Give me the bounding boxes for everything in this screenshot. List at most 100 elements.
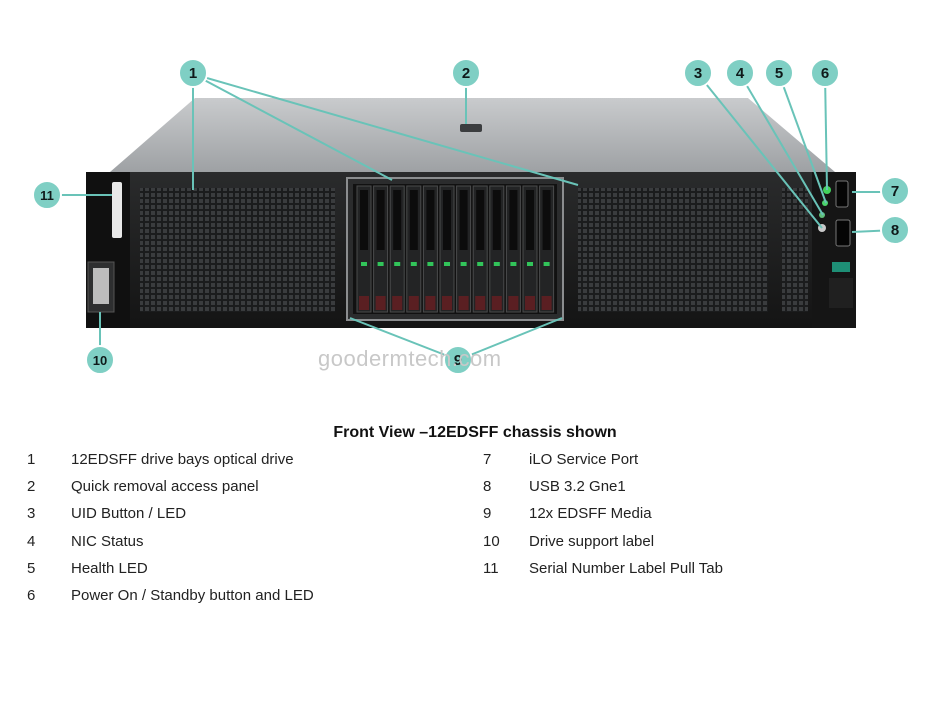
drive-activity-led (493, 262, 500, 266)
drive-activity-led (510, 262, 517, 266)
drive-activity-led (394, 262, 401, 266)
leader-line (778, 73, 827, 204)
drive-bay (522, 185, 538, 313)
callouts: 1 2 3 4 5 6 7 8 9 10 11 (32, 58, 910, 375)
server-front-view-diagram: 1 2 3 4 5 6 7 8 9 10 11 (32, 58, 910, 375)
callout-6: 6 (810, 58, 840, 88)
leader-line (697, 73, 823, 229)
drive-release-tab (508, 296, 519, 310)
callout-number: 2 (462, 65, 470, 82)
legend-number: 3 (27, 505, 36, 522)
drive-activity-led (410, 262, 417, 266)
drive-release-tab (442, 296, 452, 310)
legend-number: 7 (483, 451, 492, 468)
legend-number: 2 (27, 478, 36, 495)
legend-number: 11 (483, 560, 499, 577)
drive-activity-led (543, 262, 550, 266)
legend-label: UID Button / LED (71, 505, 187, 522)
drive-activity-led (460, 262, 467, 266)
callout-number: 10 (93, 353, 107, 368)
drive-activity-led (377, 262, 384, 266)
legend-label: Serial Number Label Pull Tab (529, 560, 723, 577)
drive-activity-led (427, 262, 434, 266)
legend-label: USB 3.2 Gne1 (529, 478, 626, 495)
callout-2: 2 (451, 58, 481, 88)
access-panel (110, 98, 835, 172)
drive-bay (422, 185, 438, 313)
legend-number: 8 (483, 478, 492, 495)
legend-label: 12EDSFF drive bays optical drive (71, 451, 294, 468)
leader-line (192, 73, 393, 181)
leader-line (349, 317, 459, 361)
callout-number: 5 (775, 65, 783, 82)
drive-bay (373, 185, 389, 313)
leader-line (457, 317, 563, 361)
legend-number: 5 (27, 560, 36, 577)
drive-activity-led (527, 262, 533, 266)
drive-release-tab (541, 296, 552, 310)
legend-number: 10 (483, 533, 500, 550)
drive-bay (489, 185, 505, 313)
drive-release-tab (408, 296, 419, 310)
drive-release-tab (491, 296, 502, 310)
drive-activity-led (477, 262, 484, 266)
callout-9: 9 (443, 345, 473, 375)
callout-number: 8 (891, 222, 899, 239)
legend-number: 4 (27, 533, 36, 550)
callout-number: 11 (40, 188, 54, 203)
drive-release-tab (525, 296, 535, 310)
access-panel-latch (460, 124, 482, 132)
hpe-logo-badge (832, 262, 850, 272)
callout-4: 4 (725, 58, 755, 88)
legend-label: NIC Status (71, 533, 144, 550)
drive-release-tab (359, 296, 369, 310)
legend-label: Health LED (71, 560, 148, 577)
drive-bay (539, 185, 555, 313)
legend-label: 12x EDSFF Media (529, 505, 652, 522)
leader-line (739, 73, 824, 216)
drive-release-tab (475, 296, 486, 310)
legend-label: Power On / Standby button and LED (71, 587, 314, 604)
callout-7: 7 (880, 176, 910, 206)
callout-number: 6 (821, 65, 829, 82)
callout-number: 4 (736, 65, 745, 82)
drive-bay (389, 185, 405, 313)
leader-lines (48, 73, 896, 361)
drive-activity-led (361, 262, 367, 266)
callout-5: 5 (764, 58, 794, 88)
left-vent (140, 188, 335, 312)
callout-10: 10 (85, 345, 115, 375)
callout-number: 1 (189, 65, 197, 82)
right-vent (578, 188, 768, 312)
usb-port (835, 219, 851, 247)
legend-number: 9 (483, 505, 492, 522)
drive-bay (439, 185, 455, 313)
right-vent-narrow (782, 188, 808, 312)
server-chassis (86, 98, 856, 328)
drive-bay (472, 185, 488, 313)
serial-label-pull-tab (112, 182, 122, 238)
legend-number: 1 (27, 451, 36, 468)
drive-release-tab (375, 296, 386, 310)
model-label (829, 278, 853, 308)
label-plate (93, 268, 109, 304)
drive-bay (456, 185, 472, 313)
watermark: goodermtech.com (318, 346, 502, 371)
legend-label: iLO Service Port (529, 451, 639, 468)
callout-number: 9 (454, 352, 462, 369)
legend-label: Drive support label (529, 533, 655, 550)
callout-11: 11 (32, 180, 62, 210)
drive-release-tab (392, 296, 403, 310)
ilo-service-port (835, 180, 849, 208)
legend-label: Quick removal access panel (71, 478, 259, 495)
drive-bay (505, 185, 521, 313)
callout-number: 3 (694, 65, 702, 82)
callout-3: 3 (683, 58, 713, 88)
callout-number: 7 (891, 183, 899, 200)
figure-title: Front View –12EDSFF chassis shown (333, 424, 617, 441)
legend-number: 6 (27, 587, 36, 604)
drive-bay (406, 185, 422, 313)
drive-release-tab (458, 296, 469, 310)
drive-bay (356, 185, 372, 313)
edsff-drive-bays (356, 185, 555, 313)
